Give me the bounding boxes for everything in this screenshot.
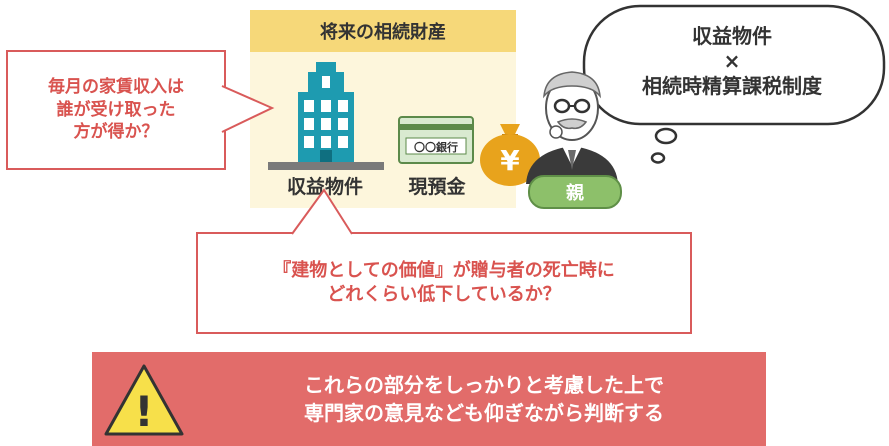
parent-badge: 親 bbox=[528, 175, 622, 209]
rent-callout-line2: 誰が受け取った bbox=[56, 99, 176, 120]
thought-line1: 収益物件 bbox=[692, 23, 772, 48]
building-icon bbox=[268, 62, 384, 170]
building-callout-line2: どれくらい低下しているか？ bbox=[327, 284, 561, 305]
banner-line1: これらの部分をしっかりと考慮した上で bbox=[304, 373, 664, 397]
rent-callout-line1: 毎月の家賃収入は bbox=[48, 76, 184, 97]
bankbook-icon: 〇〇銀行 bbox=[398, 116, 474, 164]
property-label: 収益物件 bbox=[286, 176, 363, 198]
thought-text: 収益物件 × 相続時精算課税制度 bbox=[583, 12, 881, 110]
rent-callout-pointer bbox=[220, 85, 275, 133]
banner-line2: 専門家の意見なども仰ぎながら判断する bbox=[304, 401, 664, 425]
building-value-callout: 『建物としての価値』が贈与者の死亡時に どれくらい低下しているか？ bbox=[196, 232, 692, 334]
building-callout-line1: 『建物としての価値』が贈与者の死亡時に bbox=[273, 259, 615, 281]
warning-icon: ! bbox=[104, 364, 184, 436]
deposit-label: 現預金 bbox=[408, 176, 466, 198]
bankbook-text: 〇〇銀行 bbox=[414, 140, 458, 154]
building-callout-pointer bbox=[291, 188, 353, 235]
thought-line3: 相続時精算課税制度 bbox=[642, 73, 822, 98]
parent-person-icon bbox=[526, 71, 618, 184]
estate-box: 将来の相続財産 bbox=[250, 10, 516, 208]
estate-title: 将来の相続財産 bbox=[250, 10, 516, 52]
yen-symbol: ¥ bbox=[500, 144, 520, 177]
banner-text: これらの部分をしっかりと考慮した上で 専門家の意見なども仰ぎながら判断する bbox=[202, 352, 766, 446]
rent-callout-line3: 方が得か？ bbox=[73, 122, 159, 143]
thought-line2: × bbox=[723, 48, 741, 73]
money-bag-icon: ¥ bbox=[480, 124, 540, 186]
conclusion-banner: ! これらの部分をしっかりと考慮した上で 専門家の意見なども仰ぎながら判断する bbox=[92, 352, 766, 446]
thought-bubble bbox=[582, 4, 886, 164]
warning-exclamation: ! bbox=[134, 387, 153, 436]
rent-income-callout: 毎月の家賃収入は 誰が受け取った 方が得か？ bbox=[6, 50, 226, 170]
